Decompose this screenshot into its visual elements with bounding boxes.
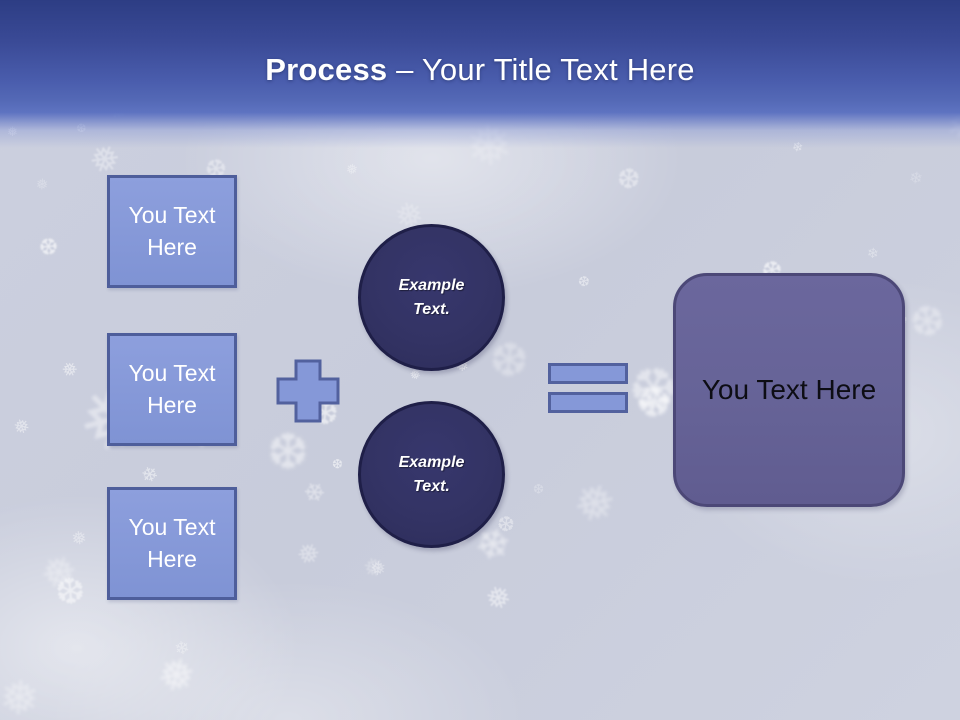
equals-bottom-bar xyxy=(548,392,628,413)
snowflake-icon: ❅ xyxy=(11,415,33,440)
equals-top-bar xyxy=(548,363,628,384)
snowflake-icon: ❄ xyxy=(906,167,928,187)
snowflake-icon: ❄ xyxy=(299,480,331,504)
example-circle-label: Example Text. xyxy=(398,454,465,495)
snowflake-icon: ❆ xyxy=(576,272,592,290)
example-circle-1[interactable]: Example Text. xyxy=(358,224,505,371)
input-box-label: You Text Here xyxy=(128,359,216,418)
snowflake-icon: ❆ xyxy=(331,455,344,472)
snowflake-icon: ❄ xyxy=(169,635,195,661)
snowflake-icon: ❆ xyxy=(45,566,97,615)
snowflake-icon: ❅ xyxy=(478,575,520,618)
snowflake-icon: ❄ xyxy=(866,244,880,262)
snowflake-icon: ❆ xyxy=(630,375,677,430)
result-box[interactable]: You Text Here xyxy=(673,273,905,507)
input-box-label: You Text Here xyxy=(128,201,216,260)
snowflake-icon: ❅ xyxy=(360,551,389,585)
snowflake-icon: ❆ xyxy=(900,297,956,345)
snowflake-icon: ❄ xyxy=(135,463,161,485)
slide-title[interactable]: Process – Your Title Text Here xyxy=(0,52,960,88)
snowflake-icon: ❅ xyxy=(369,558,387,581)
snowflake-icon: ❅ xyxy=(0,668,42,720)
title-separator: – xyxy=(396,52,414,87)
input-box-1[interactable]: You Text Here xyxy=(107,175,237,288)
title-bar xyxy=(0,0,960,148)
snowflake-icon: ❆ xyxy=(492,510,522,539)
snowflake-icon: ❅ xyxy=(30,173,52,194)
result-box-label: You Text Here xyxy=(701,374,877,405)
plus-icon xyxy=(276,359,340,423)
snowflake-icon: ❅ xyxy=(31,550,85,594)
title-rest: Your Title Text Here xyxy=(421,52,695,87)
title-emphasis: Process xyxy=(265,52,388,87)
snowflake-icon: ❆ xyxy=(532,480,545,497)
example-circle-2[interactable]: Example Text. xyxy=(358,401,505,548)
snowflake-icon: ❅ xyxy=(66,525,92,551)
equals-icon xyxy=(548,363,628,414)
snowflake-icon: ❆ xyxy=(267,424,309,480)
input-box-2[interactable]: You Text Here xyxy=(107,333,237,446)
input-box-label: You Text Here xyxy=(128,513,216,572)
snowflake-icon: ❆ xyxy=(609,160,649,198)
example-circle-label: Example Text. xyxy=(398,277,465,318)
snowflake-icon: ❅ xyxy=(567,469,623,533)
snowflake-icon: ❅ xyxy=(56,357,82,384)
snowflake-icon: ❆ xyxy=(758,715,813,720)
snowflake-icon: ❅ xyxy=(291,535,327,573)
snowflake-icon: ❅ xyxy=(149,650,207,698)
snowflake-icon: ❆ xyxy=(34,235,62,258)
snowflake-icon: ❅ xyxy=(341,159,362,179)
input-box-3[interactable]: You Text Here xyxy=(107,487,237,600)
